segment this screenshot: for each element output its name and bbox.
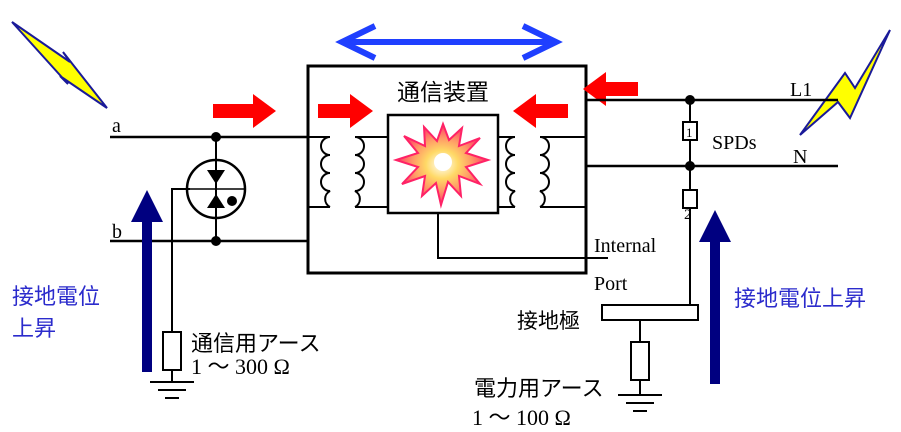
spd-chain [682,100,698,306]
internal-port-wire [437,213,608,259]
gas-discharge-tube-icon [171,132,247,338]
left-transformer [308,136,388,208]
l1-junction [685,95,695,105]
spd-number-2: 2 [684,207,692,223]
spd-number-1: 1 [686,125,693,140]
comm-earth-resistor [162,331,182,371]
lightning-bolt-icon [11,21,108,109]
surge-arrow [583,72,638,106]
ground-electrode-bar [601,304,699,321]
device-box [306,64,588,275]
right-transformer [498,136,586,208]
comm-earth-range: 1 ～ 300 Ω [191,354,290,379]
power-earth-range: 1 ～ 100 Ω [472,405,571,430]
potential-difference-arrow [335,23,563,61]
ground-rise-right-label: 接地電位上昇 [734,287,866,312]
explosion-burst-icon [392,121,492,209]
ground-rise-left-line2: 上昇 [12,317,56,342]
surge-arrow [513,94,568,128]
power-earth-resistor [630,341,650,381]
comm-line-a-label: a [112,115,121,137]
n-junction [685,161,695,171]
internal-port-label-1: Internal [594,235,657,257]
ground-rise-arrow-right [699,210,731,384]
ground-symbol-icon [618,394,662,412]
power-line-n-label: N [793,146,807,168]
power-line-l1-label: L1 [790,79,812,101]
ground-electrode-label: 接地極 [517,309,580,333]
ground-symbol-icon [150,381,194,399]
ground-rise-left-line1: 接地電位 [12,285,100,310]
power-earth-label: 電力用アース [474,377,604,402]
surge-arrow [318,94,373,128]
comm-line-b-label: b [112,221,122,243]
lightning-bolt-icon [799,29,891,136]
spd-label: SPDs [712,132,757,154]
ground-rise-arrow-left [131,190,163,372]
internal-port-label-2: Port [594,273,628,295]
comm-earth-label: 通信用アース [191,332,321,357]
device-label: 通信装置 [397,80,489,106]
surge-arrow [213,94,276,128]
